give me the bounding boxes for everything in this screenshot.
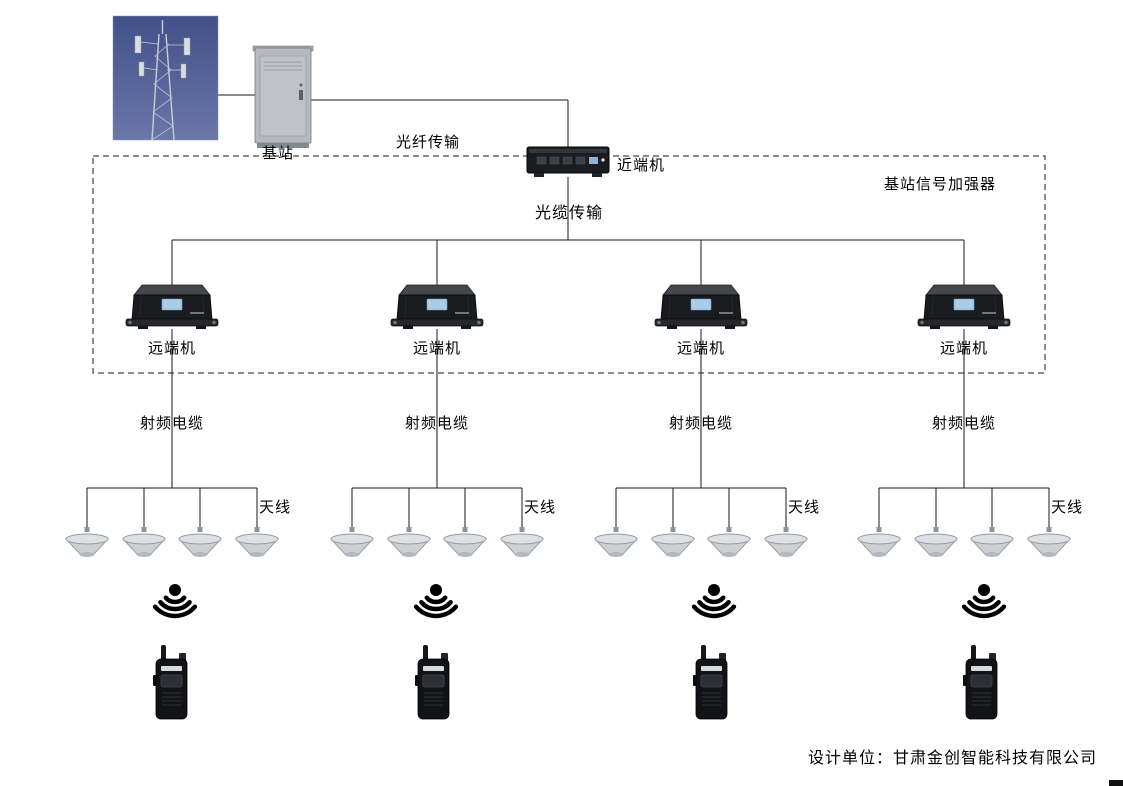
signal-waves-icon bbox=[416, 584, 456, 616]
fiber-transmission-label: 光纤传输 bbox=[396, 135, 461, 151]
scan-artifact bbox=[1109, 780, 1123, 786]
rf-cable-label: 射频电缆 bbox=[139, 416, 205, 432]
near-end-unit-device bbox=[526, 146, 610, 177]
remote-unit-device bbox=[917, 284, 1011, 330]
signal-waves-icon bbox=[155, 584, 195, 616]
base-station-label: 基站 bbox=[262, 146, 295, 162]
branch-4-wires bbox=[878, 239, 1050, 528]
signal-waves-icon bbox=[694, 584, 734, 616]
cell-tower-photo bbox=[112, 15, 219, 141]
near-end-unit-label: 近端机 bbox=[617, 158, 666, 174]
antenna-row bbox=[331, 527, 543, 557]
antenna-label: 天线 bbox=[524, 500, 557, 516]
branch-3-wires bbox=[615, 239, 787, 528]
antenna-row bbox=[66, 527, 278, 557]
rf-cable-label: 射频电缆 bbox=[931, 416, 997, 432]
remote-unit-label: 远端机 bbox=[147, 341, 197, 357]
antenna-label: 天线 bbox=[1051, 500, 1084, 516]
antenna-label: 天线 bbox=[259, 500, 292, 516]
base-station-cabinet bbox=[252, 45, 314, 148]
designer-credit: 设计单位：甘肃金创智能科技有限公司 bbox=[808, 750, 1098, 767]
walkie-talkie bbox=[962, 644, 998, 720]
remote-unit-device bbox=[654, 284, 748, 330]
rf-cable-label: 射频电缆 bbox=[404, 416, 470, 432]
optical-cable-label: 光缆传输 bbox=[534, 205, 604, 222]
antenna-row bbox=[858, 527, 1070, 557]
antenna-label: 天线 bbox=[788, 500, 821, 516]
rf-cable-label: 射频电缆 bbox=[668, 416, 734, 432]
signal-waves-icon bbox=[964, 584, 1004, 616]
remote-unit-device bbox=[125, 284, 219, 330]
walkie-talkie bbox=[692, 644, 728, 720]
walkie-talkie bbox=[414, 644, 450, 720]
remote-unit-label: 远端机 bbox=[676, 341, 726, 357]
booster-box-label: 基站信号加强器 bbox=[884, 177, 997, 193]
branch-1-wires bbox=[86, 239, 258, 528]
branch-2-wires bbox=[351, 239, 523, 528]
antenna-row bbox=[595, 527, 807, 557]
connector-wires bbox=[86, 94, 1050, 528]
remote-unit-device bbox=[390, 284, 484, 330]
walkie-talkie bbox=[152, 644, 188, 720]
remote-unit-label: 远端机 bbox=[412, 341, 462, 357]
remote-unit-label: 远端机 bbox=[939, 341, 989, 357]
